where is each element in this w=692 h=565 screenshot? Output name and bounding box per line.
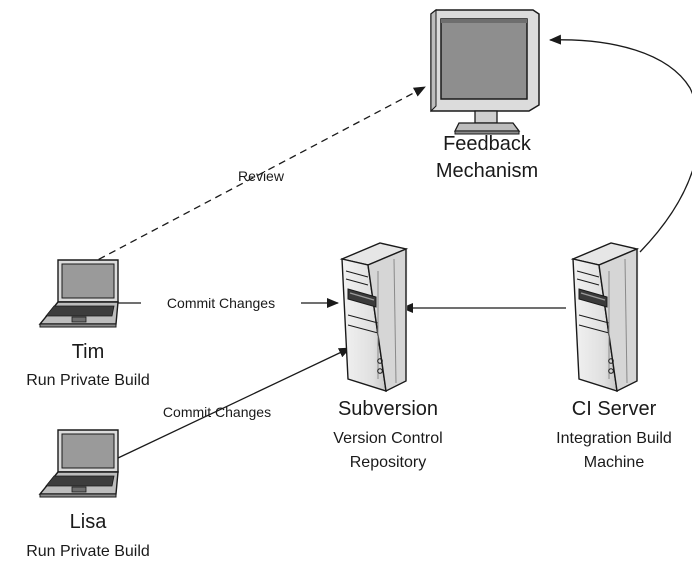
lisa-commit-arrow [117, 347, 351, 459]
tim-name: Tim [72, 341, 105, 363]
laptop-icon [38, 429, 119, 498]
review-edge-label: Review [238, 168, 285, 184]
laptop-icon [38, 259, 119, 328]
subversion-name: Subversion [338, 398, 438, 420]
ci-server-desc-line2: Machine [584, 454, 645, 471]
monitor-icon [430, 8, 540, 135]
server-tower-icon [570, 242, 640, 393]
tim-commit-edge-label: Commit Changes [167, 295, 275, 311]
lisa-commit-edge-label: Commit Changes [163, 404, 271, 420]
ci-server-desc-line1: Integration Build [556, 430, 672, 447]
tim-role: Run Private Build [26, 372, 150, 389]
ci-server-name: CI Server [572, 398, 657, 420]
server-tower-icon [339, 242, 409, 393]
feedback-label-line1: Feedback [443, 133, 532, 155]
review-dashed-arrow [87, 86, 426, 266]
subversion-desc-line1: Version Control [333, 430, 442, 447]
lisa-role: Run Private Build [26, 543, 150, 560]
feedback-label-line2: Mechanism [436, 160, 538, 182]
ci-to-feedback-arrow [549, 34, 692, 253]
lisa-name: Lisa [70, 511, 108, 533]
subversion-desc-line2: Repository [350, 454, 426, 471]
